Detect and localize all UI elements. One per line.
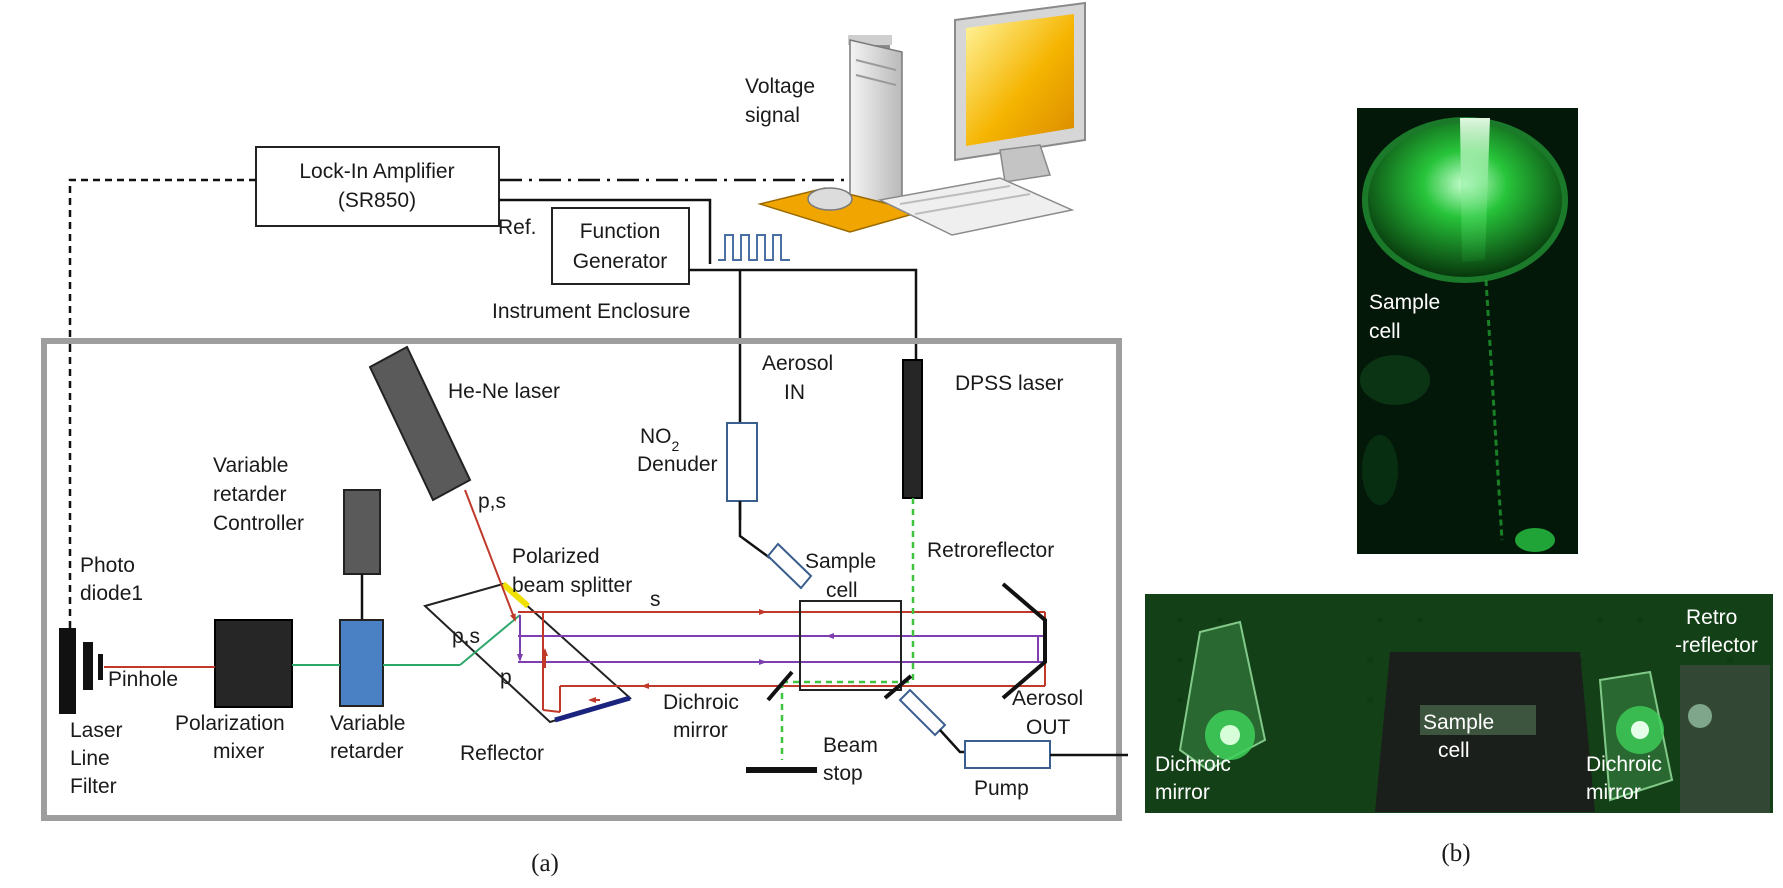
square-wave-icon xyxy=(718,234,790,261)
green-laser-path xyxy=(780,498,915,760)
polarization-mixer-label: Polarization xyxy=(175,712,285,735)
dichroic-mirror-left xyxy=(766,670,794,702)
laser-line-filter-label: Laser xyxy=(70,719,123,742)
photo-retro-label-2: -reflector xyxy=(1675,634,1758,657)
he-ne-laser-label: He-Ne laser xyxy=(448,380,560,403)
aerosol-in-label-2: IN xyxy=(784,381,805,404)
instrument-enclosure xyxy=(41,338,1122,821)
no2-label: NO2 xyxy=(640,425,680,454)
setup-photo xyxy=(1145,594,1773,813)
dichroic-mirror-label: Dichroic xyxy=(663,691,739,714)
s-beam-label: s xyxy=(650,588,661,611)
ps-top-label: p,s xyxy=(478,490,506,513)
polarization-mixer xyxy=(214,619,293,708)
aerosol-out-label-2: OUT xyxy=(1026,716,1071,739)
beam-splitter-assembly xyxy=(423,581,632,724)
laser-line-filter-label-3: Filter xyxy=(70,775,117,798)
inlet-window xyxy=(766,542,813,590)
he-ne-laser xyxy=(368,345,472,502)
pinhole-label: Pinhole xyxy=(108,668,178,691)
ps-mid-label: p,s xyxy=(452,625,480,648)
beam-stop-label: Beam xyxy=(823,734,878,757)
photo-sample-cell-label-b: Sample xyxy=(1423,711,1494,734)
caption-b: (b) xyxy=(1441,840,1470,867)
laser-beams xyxy=(104,489,1046,713)
variable-retarder-controller xyxy=(343,489,381,575)
polarized-beam-splitter-label-2: beam splitter xyxy=(512,574,632,597)
variable-retarder xyxy=(339,619,384,707)
photo-dichroic-left-label-2: mirror xyxy=(1155,781,1210,804)
function-generator-box xyxy=(551,207,690,285)
lock-in-model-label: (SR850) xyxy=(338,189,416,212)
laser-line-filter xyxy=(83,642,93,690)
photodiode xyxy=(59,628,76,714)
lock-in-amplifier-label: Lock-In Amplifier xyxy=(299,160,454,183)
no2-denuder xyxy=(726,422,758,502)
laser-line-filter-label-2: Line xyxy=(70,747,110,770)
reflector-label: Reflector xyxy=(460,742,544,765)
dichroic-mirror-right xyxy=(883,674,913,700)
sample-cell xyxy=(799,600,902,691)
polarization-mixer-label-2: mixer xyxy=(213,740,264,763)
variable-retarder-controller-label-3: Controller xyxy=(213,512,304,535)
function-generator-label-2: Generator xyxy=(573,250,668,273)
photo-sample-cell-label-2: cell xyxy=(1369,320,1401,343)
dpss-laser xyxy=(902,359,923,499)
sample-cell-label: Sample xyxy=(805,550,876,573)
computer-icon xyxy=(757,1,1086,236)
no2-denuder-label: Denuder xyxy=(637,453,718,476)
sample-cell-label-2: cell xyxy=(826,579,858,602)
dichroic-mirror-label-2: mirror xyxy=(673,719,728,742)
variable-retarder-label: Variable xyxy=(330,712,406,735)
function-generator-label: Function xyxy=(580,220,661,243)
p-beam-label: p xyxy=(500,666,512,689)
voltage-signal-label-2: signal xyxy=(745,104,800,127)
enclosure-label: Instrument Enclosure xyxy=(492,300,690,323)
sample-cell-photo xyxy=(1357,108,1578,554)
voltage-signal-label: Voltage xyxy=(745,75,815,98)
photodiode-label-2: diode1 xyxy=(80,582,143,605)
pump-label: Pump xyxy=(974,777,1029,800)
ref-label: Ref. xyxy=(498,216,537,239)
aerosol-in-label: Aerosol xyxy=(762,352,833,375)
variable-retarder-label-2: retarder xyxy=(330,740,404,763)
photo-dichroic-right-label-2: mirror xyxy=(1586,781,1641,804)
photo-retro-label: Retro xyxy=(1686,606,1737,629)
polarized-beam-splitter-label: Polarized xyxy=(512,545,600,568)
pump xyxy=(964,740,1051,769)
dpss-laser-label: DPSS laser xyxy=(955,372,1064,395)
beam-stop-label-2: stop xyxy=(823,762,863,785)
outlet-window xyxy=(898,688,947,737)
variable-retarder-controller-label: Variable xyxy=(213,454,289,477)
panel-a: Lock-In Amplifier (SR850) Function Gener… xyxy=(41,1,1128,877)
signal-wires xyxy=(68,178,918,520)
retroreflector-label: Retroreflector xyxy=(927,539,1054,562)
caption-a: (a) xyxy=(531,850,559,877)
photo-dichroic-right-label: Dichroic xyxy=(1586,753,1662,776)
retroreflector xyxy=(1001,582,1047,700)
pinhole xyxy=(98,654,103,680)
photodiode-label: Photo xyxy=(80,554,135,577)
variable-retarder-controller-label-2: retarder xyxy=(213,483,287,506)
lock-in-amplifier-box xyxy=(255,146,500,227)
photo-sample-cell-label-b-2: cell xyxy=(1438,739,1470,762)
aerosol-out-label: Aerosol xyxy=(1012,687,1083,710)
photo-dichroic-left-label: Dichroic xyxy=(1155,753,1231,776)
panel-b: Sample cell Retro -reflector S xyxy=(1145,108,1773,867)
photo-sample-cell-label: Sample xyxy=(1369,291,1440,314)
